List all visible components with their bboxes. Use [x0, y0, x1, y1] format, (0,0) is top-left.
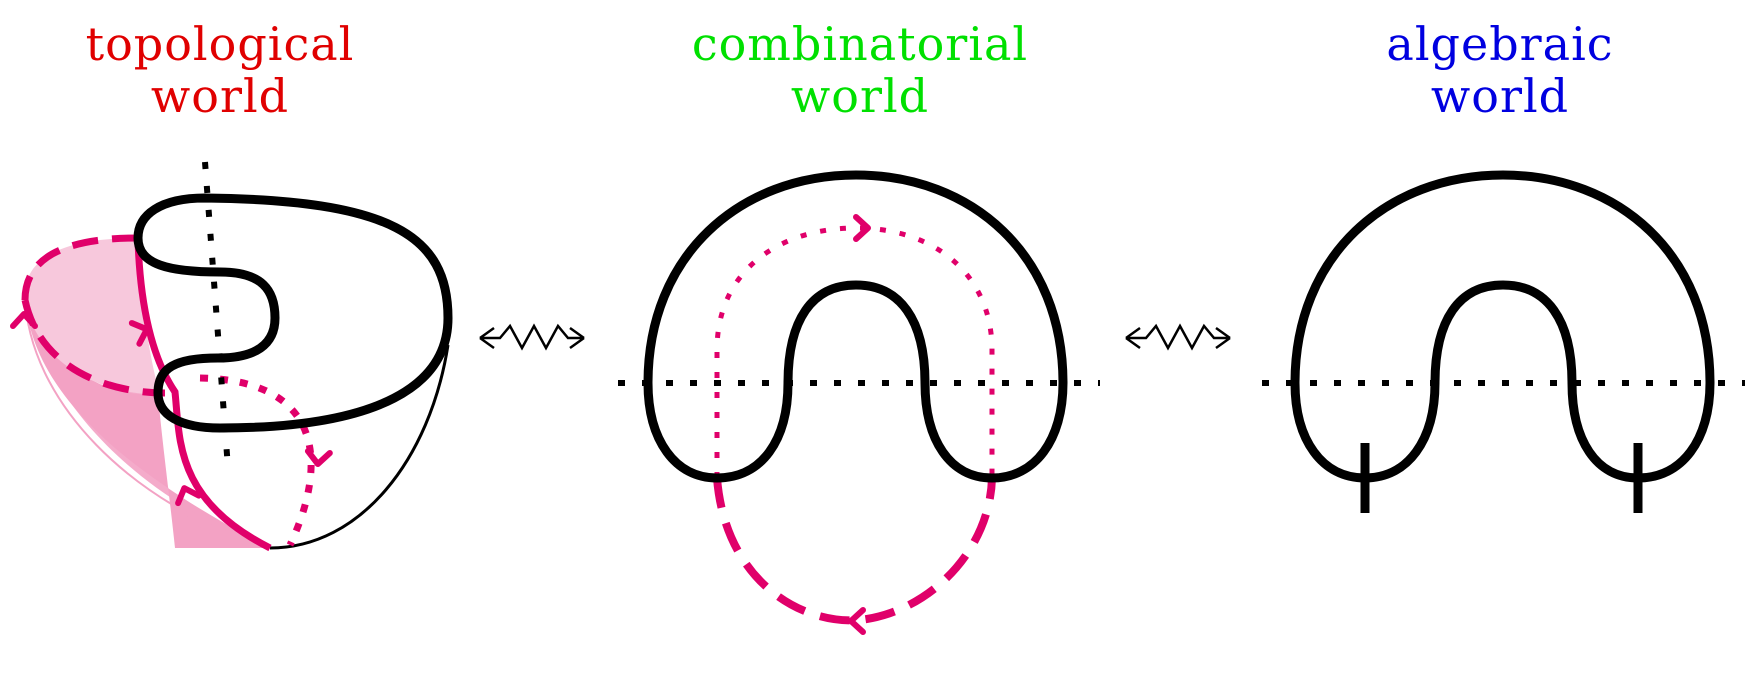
surface-shade-lower — [25, 295, 270, 548]
algebraic-title-line2: world — [1430, 69, 1570, 123]
topological-world-title: topological world — [60, 18, 380, 122]
surface-shade-light — [25, 238, 160, 395]
algebraic-world-title: algebraic world — [1350, 18, 1650, 122]
squiggle-arrow-icon — [479, 323, 585, 351]
algebraic-title-line1: algebraic — [1386, 17, 1614, 71]
combinatorial-diagram — [618, 170, 1100, 632]
topological-diagram — [13, 161, 453, 552]
bowl-outline-right — [269, 344, 450, 550]
dotted-front-curve — [199, 374, 315, 547]
folded-black-curve — [133, 193, 453, 433]
combinatorial-title-line2: world — [790, 69, 930, 123]
topological-title-line1: topological — [85, 17, 355, 71]
dotted-upper-arc — [714, 225, 995, 478]
arch-outer-alg — [1290, 170, 1715, 483]
dashed-disc-arc-top — [21, 234, 139, 301]
combinatorial-title-line1: combinatorial — [691, 17, 1029, 71]
bowl-outline-left — [24, 294, 271, 549]
dashed-lower-arc — [713, 477, 996, 625]
arrowhead-right — [307, 451, 330, 465]
solid-accent-curve — [134, 239, 272, 552]
algebraic-diagram — [1262, 170, 1745, 513]
vertical-dotted-axis — [202, 161, 231, 469]
squiggle-arrow-icon — [1125, 323, 1231, 351]
arch-outer — [643, 170, 1068, 483]
topological-title-line2: world — [150, 69, 290, 123]
combinatorial-world-title: combinatorial world — [660, 18, 1060, 122]
arrowhead-bottom — [851, 610, 863, 632]
